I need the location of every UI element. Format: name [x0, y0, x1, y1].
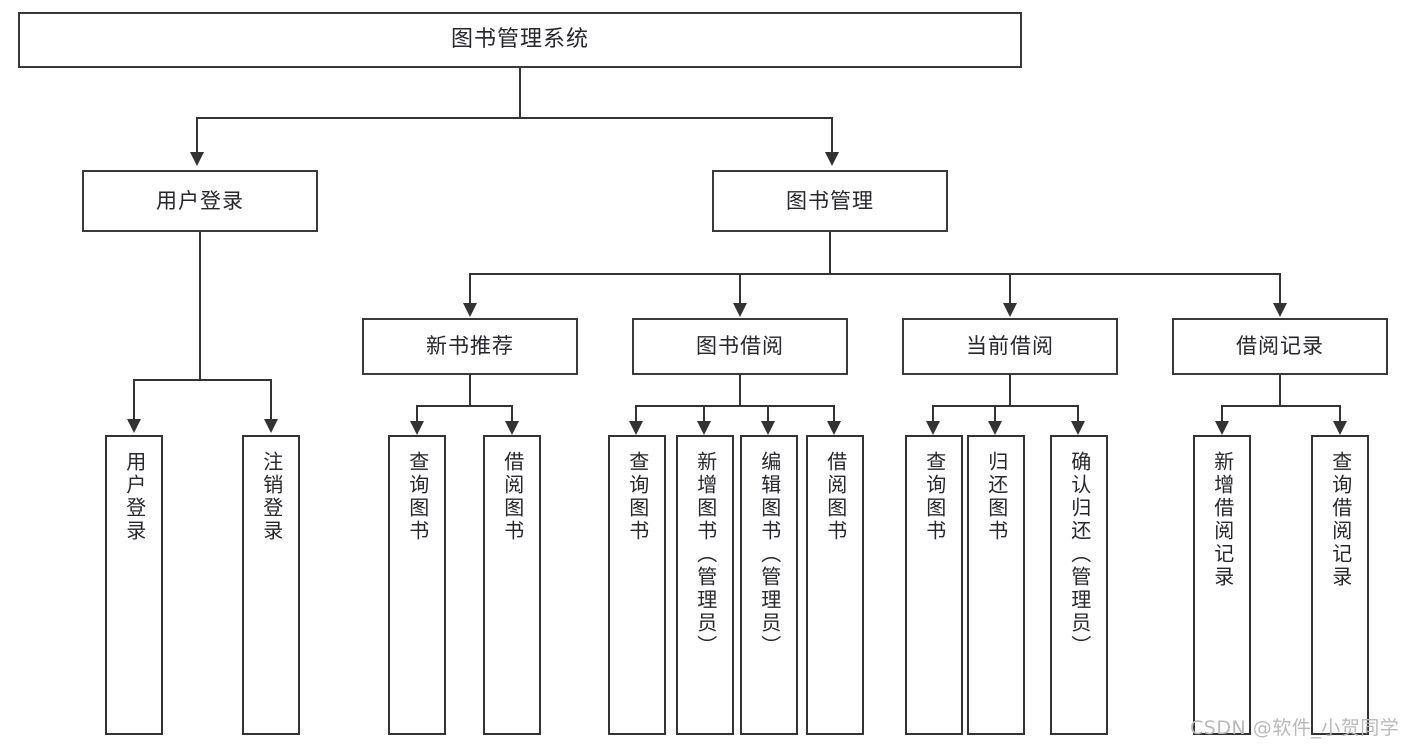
arrowhead-cb-to-leaf-1	[926, 421, 940, 435]
connector-root-bus	[196, 117, 833, 119]
arrowhead-cb-to-leaf-3	[1071, 421, 1085, 435]
connector-new-book-recommend-stem	[469, 375, 471, 406]
arrowhead-cb-to-leaf-2	[988, 421, 1002, 435]
arrowhead-br-to-leaf-2	[1333, 421, 1347, 435]
leaf-br-add-record[interactable]: 新增借阅记录	[1193, 435, 1251, 735]
node-user-login[interactable]: 用户登录	[82, 170, 318, 232]
connector-user-login-bus	[133, 379, 271, 381]
connector-cb-to-leaf-1	[932, 405, 934, 423]
connector-borrow-record-bus	[1221, 405, 1341, 407]
node-label: 借阅图书	[823, 451, 848, 543]
connector-bb-to-leaf-2	[703, 405, 705, 423]
leaf-cb-return-books[interactable]: 归还图书	[967, 435, 1025, 735]
arrowhead-user-login-to-leaf-2	[264, 419, 278, 433]
leaf-bb-query-books[interactable]: 查询图书	[608, 435, 666, 735]
connector-user-login-to-leaf-2	[270, 379, 272, 421]
node-label: 查询图书	[922, 451, 947, 543]
node-label: 查询借阅记录	[1328, 451, 1353, 589]
arrowhead-user-login-to-leaf-1	[127, 419, 141, 433]
node-label: 确认归还（管理员）	[1067, 451, 1092, 658]
leaf-logout[interactable]: 注销登录	[242, 435, 300, 735]
connector-cb-to-leaf-3	[1077, 405, 1079, 423]
arrowhead-bb-to-leaf-3	[761, 421, 775, 435]
connector-bb-to-leaf-4	[833, 405, 835, 423]
node-label: 借阅记录	[1236, 334, 1324, 359]
connector-root-to-user-login	[196, 117, 198, 154]
node-book-management[interactable]: 图书管理	[712, 170, 948, 232]
node-label: 查询图书	[405, 451, 430, 543]
connector-user-login-to-leaf-1	[133, 379, 135, 421]
connector-bb-to-leaf-3	[767, 405, 769, 423]
node-label: 新增借阅记录	[1210, 451, 1235, 589]
leaf-bb-borrow-books[interactable]: 借阅图书	[806, 435, 864, 735]
connector-book-borrow-stem	[739, 375, 741, 406]
node-label: 图书管理系统	[450, 27, 589, 53]
connector-cb-to-leaf-2	[994, 405, 996, 423]
connector-br-to-leaf-2	[1339, 405, 1341, 423]
connector-root-to-book-management	[831, 117, 833, 154]
node-label: 归还图书	[984, 451, 1009, 543]
arrowhead-nbr-to-leaf-1	[410, 421, 424, 435]
arrowhead-root-to-user-login	[190, 152, 204, 166]
connector-bb-to-leaf-1	[635, 405, 637, 423]
connector-nbr-to-leaf-2	[511, 405, 513, 423]
connector-borrow-record-stem	[1279, 375, 1281, 406]
arrowhead-bb-to-leaf-2	[697, 421, 711, 435]
watermark-text: CSDN @软件_小贺同学	[1190, 717, 1400, 739]
connector-to-borrow-record	[1279, 273, 1281, 305]
arrowhead-br-to-leaf-1	[1215, 421, 1229, 435]
connector-book-borrow-bus	[635, 405, 835, 407]
node-label: 图书管理	[786, 188, 874, 213]
node-label: 编辑图书（管理员）	[757, 451, 782, 658]
node-label: 图书借阅	[696, 334, 784, 359]
node-current-borrow[interactable]: 当前借阅	[902, 318, 1118, 375]
node-new-book-recommend[interactable]: 新书推荐	[362, 318, 578, 375]
node-label: 当前借阅	[966, 334, 1054, 359]
leaf-nbr-query-books[interactable]: 查询图书	[388, 435, 446, 735]
node-label: 新书推荐	[426, 334, 514, 359]
node-label: 借阅图书	[500, 451, 525, 543]
arrowhead-to-new-book-recommend	[463, 303, 477, 317]
connector-current-borrow-stem	[1009, 375, 1011, 406]
connector-root-stem	[519, 68, 521, 118]
node-label: 新增图书（管理员）	[693, 451, 718, 658]
leaf-cb-query-books[interactable]: 查询图书	[905, 435, 963, 735]
node-book-borrow[interactable]: 图书借阅	[632, 318, 848, 375]
arrowhead-root-to-book-management	[825, 152, 839, 166]
connector-to-current-borrow	[1009, 273, 1011, 305]
connector-user-login-stem	[199, 232, 201, 380]
connector-level3-bus	[469, 273, 1281, 275]
connector-to-book-borrow	[739, 273, 741, 305]
arrowhead-to-borrow-record	[1273, 303, 1287, 317]
node-label: 用户登录	[156, 188, 244, 213]
leaf-nbr-borrow-books[interactable]: 借阅图书	[483, 435, 541, 735]
arrowhead-nbr-to-leaf-2	[505, 421, 519, 435]
leaf-user-login[interactable]: 用户登录	[105, 435, 163, 735]
connector-book-management-stem	[829, 232, 831, 274]
connector-to-new-book-recommend	[469, 273, 471, 305]
arrowhead-bb-to-leaf-1	[629, 421, 643, 435]
arrowhead-to-book-borrow	[733, 303, 747, 317]
connector-current-borrow-bus	[932, 405, 1079, 407]
connector-br-to-leaf-1	[1221, 405, 1223, 423]
leaf-bb-edit-book-admin[interactable]: 编辑图书（管理员）	[740, 435, 798, 735]
node-label: 查询图书	[625, 451, 650, 543]
node-borrow-record[interactable]: 借阅记录	[1172, 318, 1388, 375]
leaf-bb-add-book-admin[interactable]: 新增图书（管理员）	[676, 435, 734, 735]
arrowhead-to-current-borrow	[1003, 303, 1017, 317]
node-root-book-management-system[interactable]: 图书管理系统	[18, 12, 1022, 68]
leaf-cb-confirm-return-admin[interactable]: 确认归还（管理员）	[1050, 435, 1108, 735]
node-label: 注销登录	[259, 451, 284, 543]
leaf-br-query-record[interactable]: 查询借阅记录	[1311, 435, 1369, 735]
connector-new-book-recommend-bus	[416, 405, 513, 407]
arrowhead-bb-to-leaf-4	[827, 421, 841, 435]
node-label: 用户登录	[122, 451, 147, 543]
csdn-watermark: CSDN @软件_小贺同学	[1190, 713, 1399, 740]
connector-nbr-to-leaf-1	[416, 405, 418, 423]
